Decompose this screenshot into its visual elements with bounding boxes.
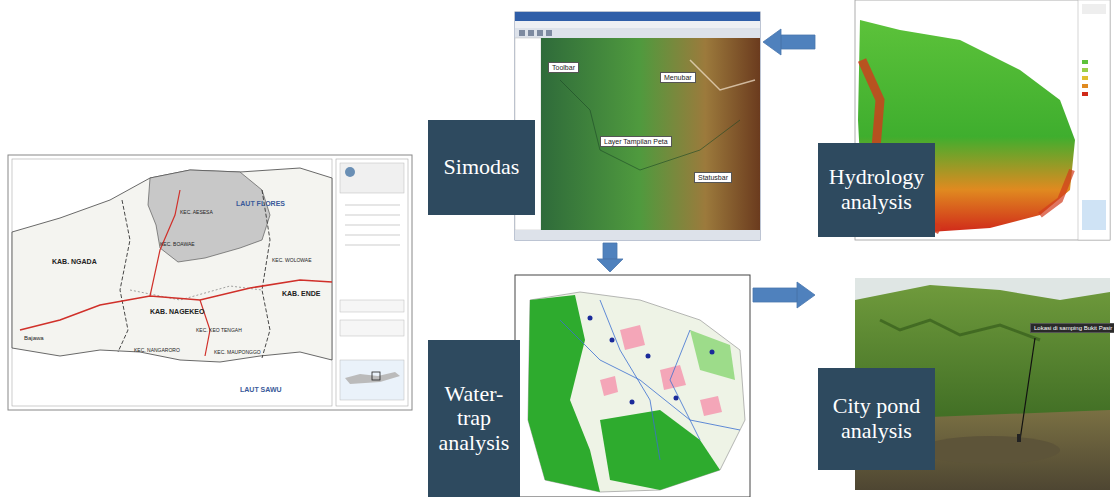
map-label: KEC. AESESA [180,200,213,218]
process-panel: Water-trap analysis [428,275,750,497]
label-box: City pond analysis [818,368,935,470]
map-label: KEC. MAUPONGGO [214,340,261,358]
block-arrow [753,282,815,308]
place-name: KEC. AESESA [180,209,213,215]
label-box: Simodas [428,120,535,215]
process-panel: Simodas [428,12,760,240]
step-title: Water-trap analysis [434,382,514,456]
place-name: KEC. MAUPONGGO [214,349,261,355]
admin-map [8,155,412,410]
callout-label: Toolbar [548,56,579,74]
step-title: City pond analysis [824,394,929,443]
map-label: LAUT FLORES [236,192,285,210]
callout-label: Layer Tampilan Peta [600,130,672,148]
place-name: LAUT FLORES [236,200,285,207]
callout-label: Menubar [660,66,696,84]
place-name: Bajawa [24,335,44,341]
map-label: Bajawa [24,326,44,344]
software-screenshot [515,12,760,240]
place-name: KAB. NGADA [52,258,97,265]
callout-label: Statusbar [694,166,732,184]
block-arrow [763,29,815,55]
step-title: Hydrology analysis [824,165,929,214]
process-panel: Hydrology analysis [818,0,1110,240]
map-label: KEC. BOAWAE [160,232,195,250]
place-name: KEC. BOAWAE [160,241,195,247]
place-name: LAUT SAWU [240,386,282,393]
place-name: KEC. NANGARORO [134,347,180,353]
callout-text: Menubar [660,72,696,83]
map-label: KAB. NAGEKEO [150,300,204,318]
callout-text: Lokasi di samping Bukit Pasir [1030,323,1114,333]
place-name: KEC. KEO TENGAH [196,327,242,333]
process-panel: City pond analysis [818,278,1110,490]
label-box: Hydrology analysis [818,143,935,237]
callout-text: Layer Tampilan Peta [600,136,672,147]
place-name: KEC. WOLOWAE [272,257,312,263]
map-label: KAB. NGADA [52,250,97,268]
callout-text: Statusbar [694,172,732,183]
map-label: KAB. ENDE [282,282,321,300]
place-name: KAB. ENDE [282,290,321,297]
map-label: KEC. WOLOWAE [272,248,312,266]
map-label: KEC. KEO TENGAH [196,318,242,336]
map-label: KEC. NANGARORO [134,338,180,356]
map-label: LAUT SAWU [240,378,282,396]
land-use-map [515,275,750,497]
label-box: Water-trap analysis [428,340,520,497]
block-arrow [597,243,623,272]
place-name: KAB. NAGEKEO [150,308,204,315]
callout-text: Toolbar [548,62,579,73]
callout-label: Lokasi di samping Bukit Pasir [1030,316,1114,334]
step-title: Simodas [444,155,520,180]
